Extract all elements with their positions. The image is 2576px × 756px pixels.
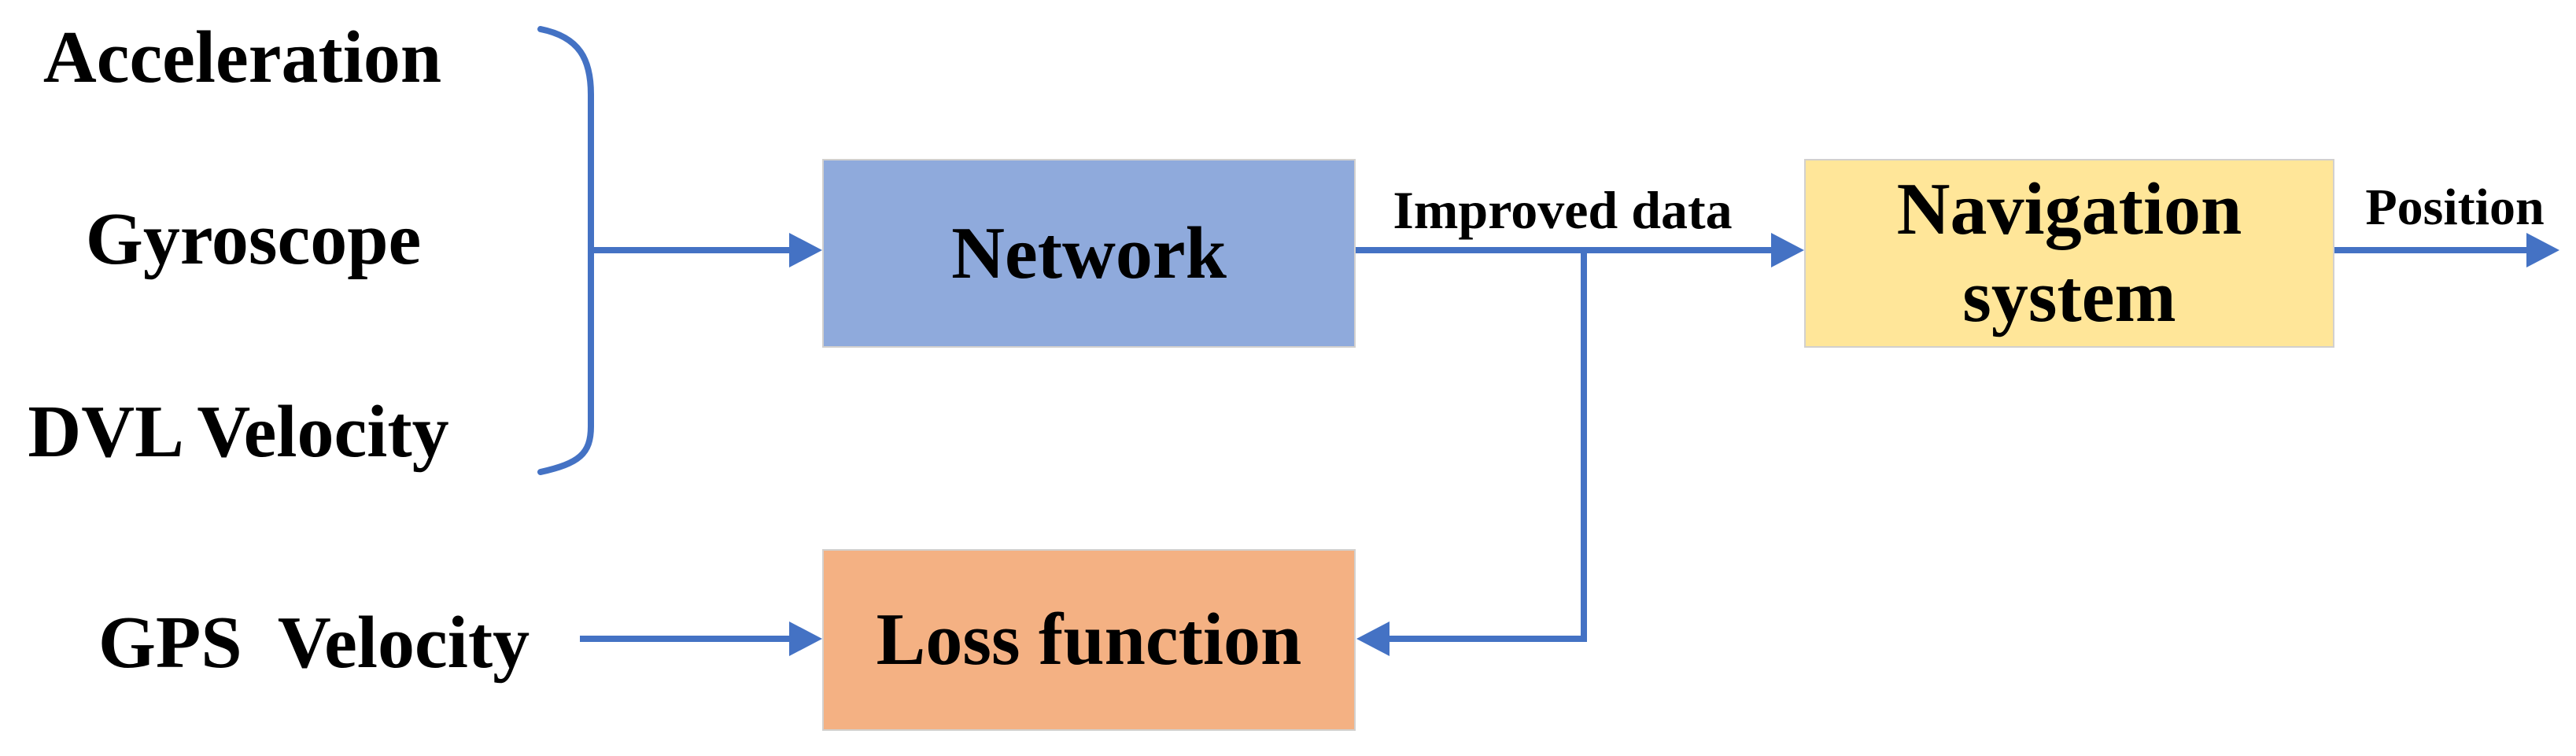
input-label-gyroscope: Gyroscope bbox=[85, 198, 422, 280]
arrow-improved-data-to-loss-line bbox=[1386, 250, 1587, 642]
arrow-inputs-to-network-head-icon bbox=[789, 233, 822, 267]
navigation-system-box-label: Navigation system bbox=[1896, 168, 2242, 337]
loss-function-box-label: Loss function bbox=[876, 599, 1302, 680]
arrow-gps-to-loss-head-icon bbox=[789, 621, 822, 656]
arrow-improved-data-to-loss-head-icon bbox=[1356, 621, 1389, 656]
input-group-brace-icon bbox=[537, 26, 594, 475]
edge-label-position: Position bbox=[2365, 179, 2545, 236]
network-box-label: Network bbox=[951, 212, 1227, 294]
input-label-gps-velocity: GPS Velocity bbox=[98, 602, 530, 684]
arrow-navigation-to-position-head-icon bbox=[2526, 233, 2559, 267]
network-box: Network bbox=[822, 159, 1356, 348]
arrow-network-to-navigation-head-icon bbox=[1771, 233, 1804, 267]
input-label-acceleration: Acceleration bbox=[42, 17, 442, 98]
navigation-system-box: Navigation system bbox=[1804, 159, 2334, 348]
input-label-dvl-velocity: DVL Velocity bbox=[28, 391, 449, 473]
edge-label-improved-data: Improved data bbox=[1393, 180, 1733, 240]
loss-function-box: Loss function bbox=[822, 549, 1356, 731]
